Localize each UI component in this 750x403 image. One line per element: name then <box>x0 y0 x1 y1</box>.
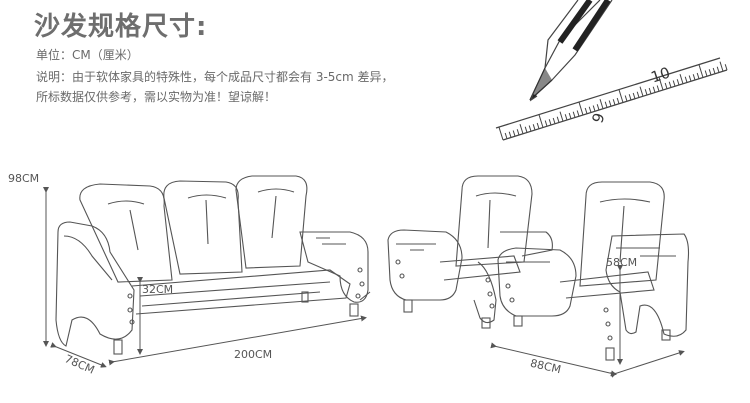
ruler-tick <box>656 85 660 92</box>
ruler-tick <box>716 66 720 73</box>
ruler-tick <box>688 75 692 82</box>
ruler-tick <box>596 104 600 111</box>
ruler-tick <box>538 113 544 128</box>
ruler-ticks <box>498 61 728 141</box>
ruler-tick <box>588 106 592 113</box>
ruler-tick <box>498 126 504 141</box>
ruler-tick <box>692 74 696 81</box>
unit-note: 单位：CM（厘米） <box>36 48 139 62</box>
ruler-tick <box>704 70 708 77</box>
ruler-tick <box>676 79 680 86</box>
ruler-tick <box>639 86 644 97</box>
ruler-tick <box>548 119 552 126</box>
ruler-tick <box>578 101 584 116</box>
ruler-tick <box>644 89 648 96</box>
ruler-tick <box>632 92 636 99</box>
ruler-tick <box>504 132 508 139</box>
sofa-length-label: 200CM <box>234 348 273 361</box>
ruler-tick <box>668 81 672 88</box>
ruler-tick <box>528 125 532 132</box>
armchair-left-drawing <box>387 175 553 329</box>
ruler-tick <box>532 124 536 131</box>
ruler-tick <box>568 112 572 119</box>
ruler-tick <box>684 76 688 83</box>
ruler-tick <box>624 95 628 102</box>
ruler-tick <box>616 97 620 104</box>
ruler-tick <box>599 99 604 109</box>
ruler-tick-10: 10 <box>649 63 673 86</box>
ruler-tick <box>592 105 596 112</box>
ruler-tick <box>708 69 712 76</box>
ruler-tick <box>572 111 576 118</box>
ruler-tick <box>519 124 524 134</box>
ruler-tick <box>636 91 640 98</box>
ruler-tick <box>524 126 528 133</box>
ruler-tick <box>672 80 676 87</box>
ruler-tick <box>658 76 664 91</box>
ruler-tick <box>698 63 704 78</box>
three-seat-sofa-drawing <box>55 175 371 355</box>
ruler-tick <box>618 88 624 103</box>
ruler-tick <box>552 117 556 124</box>
ruler-tick <box>724 64 728 71</box>
chair-arm-height-label: 58CM <box>606 256 638 269</box>
sofa-seat-height-label: 32CM <box>142 283 174 296</box>
ruler-tick <box>564 114 568 121</box>
ruler-tick-9: 9 <box>588 111 608 126</box>
ruler-pencil-icon <box>495 0 728 141</box>
ruler-tick <box>648 87 652 94</box>
ruler-tick <box>536 122 540 129</box>
ruler-tick <box>556 116 560 123</box>
ruler-tick <box>559 111 564 122</box>
ruler-tick <box>664 82 668 89</box>
ruler-tick <box>604 101 608 108</box>
description-line-2: 所标数据仅供参考，需以实物为准！望谅解！ <box>36 90 277 104</box>
page-title: 沙发规格尺寸: <box>34 12 208 42</box>
ruler-tick <box>608 100 612 107</box>
dimension-lines <box>43 187 685 378</box>
ruler-tick <box>544 120 548 127</box>
ruler-tick <box>712 67 716 74</box>
description-line-1: 说明：由于软体家具的特殊性，每个成品尺寸都会有 3-5cm 差异， <box>36 70 394 84</box>
ruler-tick <box>652 86 656 93</box>
ruler-tick <box>512 130 516 137</box>
ruler-tick <box>516 129 520 136</box>
ruler-tick <box>508 131 512 138</box>
ruler-tick <box>576 110 580 117</box>
ruler-tick <box>584 107 588 114</box>
ruler-tick <box>628 94 632 101</box>
ruler-tick <box>679 74 684 84</box>
ruler-tick <box>696 72 700 79</box>
armchair-right-drawing <box>497 181 690 361</box>
ruler-tick <box>612 99 616 106</box>
ruler-tick <box>719 61 724 72</box>
sofa-height-label: 98CM <box>8 172 40 185</box>
